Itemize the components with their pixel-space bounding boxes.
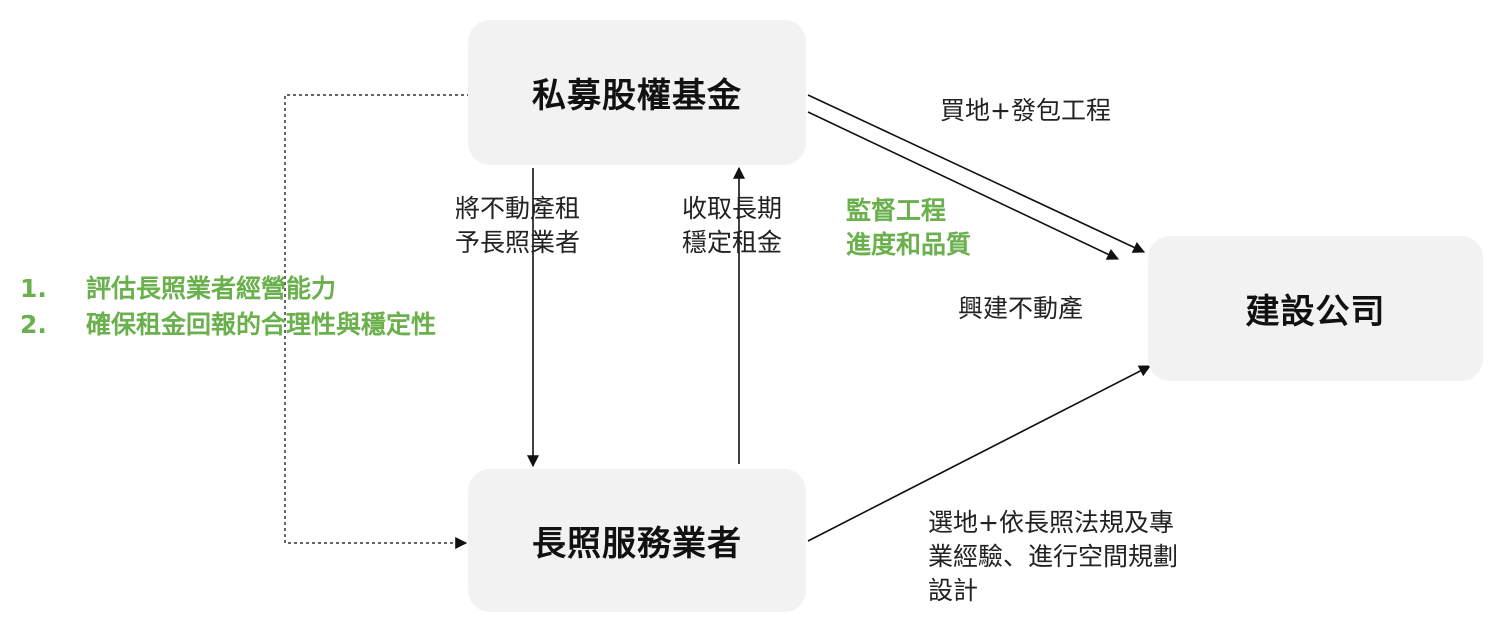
site-selection-arrow xyxy=(807,365,1152,542)
rent-label-line: 收取長期 xyxy=(682,194,783,223)
site-selection-label-line: 業經驗、進行空間規劃 xyxy=(928,542,1179,571)
supervise-arrow xyxy=(807,111,1120,260)
construction-company-node: 建設公司 xyxy=(1148,236,1483,381)
buy-land-label: 買地+發包工程 xyxy=(940,96,1111,125)
evaluation-number: 2. xyxy=(20,310,47,339)
evaluation-number: 1. xyxy=(20,274,47,303)
site-selection-label-line: 設計 xyxy=(928,576,979,605)
rent-label: 收取長期 穩定租金 xyxy=(682,192,782,260)
supervise-label-line: 監督工程 xyxy=(846,196,947,225)
rent-label-line: 穩定租金 xyxy=(682,228,783,257)
site-selection-label: 選地+依長照法規及專 業經驗、進行空間規劃 設計 xyxy=(928,506,1178,608)
evaluation-text: 確保租金回報的合理性與穩定性 xyxy=(86,310,437,339)
private-equity-fund-node: 私募股權基金 xyxy=(468,20,806,165)
evaluation-loop-connector xyxy=(284,94,470,549)
lease-label-line: 予長照業者 xyxy=(455,228,581,257)
build-property-label: 興建不動產 xyxy=(958,294,1084,323)
lease-label-line: 將不動產租 xyxy=(455,194,581,223)
evaluation-item: 1. 評估長照業者經營能力 xyxy=(20,271,436,307)
lease-label: 將不動產租 予長照業者 xyxy=(455,192,580,260)
ltc-operator-node: 長照服務業者 xyxy=(468,469,806,612)
supervise-label: 監督工程 進度和品質 xyxy=(846,194,971,262)
supervise-label-line: 進度和品質 xyxy=(846,230,972,259)
evaluation-list: 1. 評估長照業者經營能力 2. 確保租金回報的合理性與穩定性 xyxy=(20,271,436,343)
evaluation-text: 評估長照業者經營能力 xyxy=(86,274,337,303)
site-selection-label-line: 選地+依長照法規及專 xyxy=(928,508,1174,537)
buy-land-arrow xyxy=(807,94,1146,253)
evaluation-item: 2. 確保租金回報的合理性與穩定性 xyxy=(20,307,436,343)
